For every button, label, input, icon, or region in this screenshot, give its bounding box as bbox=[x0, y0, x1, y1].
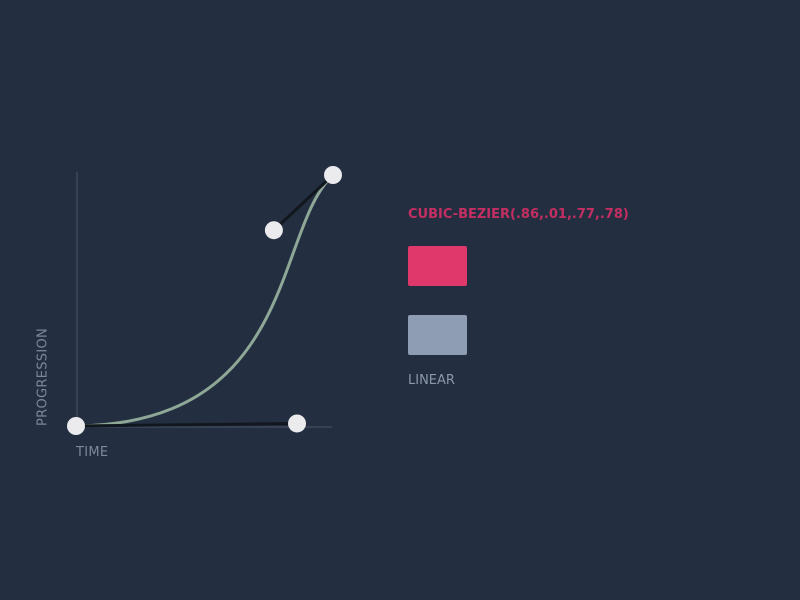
control-handle-line-1 bbox=[74, 421, 299, 428]
start-point-handle[interactable] bbox=[67, 417, 85, 435]
linear-preview-swatch[interactable] bbox=[408, 315, 467, 355]
x-axis-label: TIME bbox=[76, 445, 109, 460]
y-axis-label: PROGRESSION bbox=[35, 327, 51, 427]
control-point-1-handle[interactable] bbox=[288, 414, 307, 433]
end-point-handle[interactable] bbox=[324, 166, 342, 184]
bezier-preview-swatch[interactable] bbox=[408, 246, 467, 286]
bezier-curve bbox=[74, 173, 335, 428]
linear-label: LINEAR bbox=[408, 373, 455, 388]
bezier-value-label: CUBIC-BEZIER(.86,.01,.77,.78) bbox=[408, 207, 629, 222]
control-point-2-handle[interactable] bbox=[264, 221, 283, 240]
control-handle-line-2 bbox=[272, 173, 335, 232]
